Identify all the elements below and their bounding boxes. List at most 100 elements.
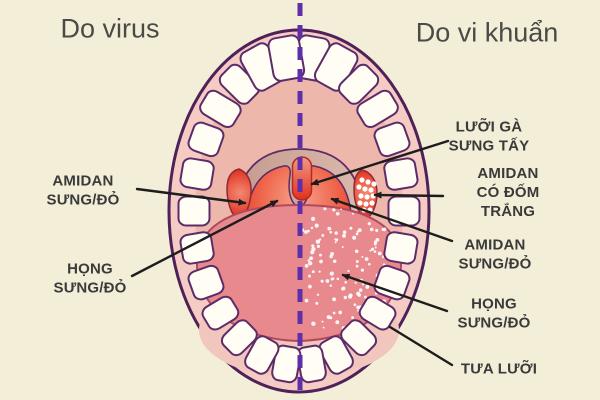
- tooth: [187, 264, 225, 301]
- thrush-speckle: [356, 305, 360, 309]
- annotation-line-amidan-right: [330, 197, 454, 243]
- thrush-speckle: [304, 298, 309, 303]
- white-spot: [356, 184, 362, 190]
- thrush-speckle: [375, 238, 380, 242]
- thrush-speckle: [329, 316, 333, 320]
- thrush-speckle: [332, 311, 336, 315]
- thrush-speckle: [347, 269, 350, 273]
- thrush-speckle: [356, 309, 359, 312]
- thrush-speckle: [353, 303, 357, 307]
- thrush-speckle: [308, 274, 311, 278]
- label-hong-right: HỌNG SƯNG/ĐỎ: [457, 295, 531, 331]
- annotation-line-luoi-ga: [310, 139, 450, 186]
- white-spot: [362, 186, 368, 192]
- tooth: [383, 231, 419, 265]
- thrush-speckle: [369, 249, 372, 252]
- tooth: [179, 157, 215, 191]
- label-hong-left: HỌNG SƯNG/ĐỎ: [53, 260, 127, 296]
- thrush-speckle: [329, 230, 333, 234]
- thrush-speckle: [334, 231, 338, 235]
- annotation-line-hong-left: [130, 199, 279, 278]
- thrush-speckle: [332, 259, 337, 263]
- tooth: [340, 319, 378, 357]
- thrush-speckle: [319, 253, 322, 257]
- thrush-speckle: [320, 279, 324, 283]
- tooth: [358, 295, 397, 331]
- thrush-speckle: [329, 284, 333, 288]
- thrush-speckle: [315, 239, 321, 244]
- thrush-speckle: [357, 293, 362, 297]
- thrush-speckle: [311, 244, 315, 248]
- thrush-speckle: [363, 295, 367, 299]
- thrush-speckle: [367, 222, 371, 226]
- tooth: [373, 121, 411, 158]
- tooth: [201, 295, 240, 331]
- thrush-speckle: [355, 264, 359, 268]
- thrush-speckle: [309, 256, 314, 261]
- tooth: [244, 335, 280, 375]
- thrush-speckle: [311, 321, 316, 326]
- thrush-speckle: [365, 285, 369, 289]
- thrush-speckle: [322, 326, 325, 329]
- thrush-speckle: [358, 288, 363, 292]
- tooth: [199, 89, 242, 128]
- annotation-line-amidan-left: [135, 187, 247, 206]
- thrush-speckle: [304, 230, 308, 234]
- thrush-speckle: [307, 259, 310, 262]
- label-amidan-right: AMIDAN SƯNG/ĐỎ: [458, 236, 532, 272]
- tooth: [338, 63, 380, 105]
- thrush-speckle: [348, 293, 353, 298]
- thrush-speckle: [335, 238, 339, 242]
- white-spot: [358, 193, 364, 199]
- white-spot: [357, 200, 363, 206]
- title-do-vi-khuan: Do vi khuẩn: [415, 17, 559, 48]
- annotation-line-amidan-dom-trang: [373, 191, 445, 199]
- thrush-speckle: [351, 212, 354, 215]
- thrush-speckle: [354, 281, 357, 284]
- thrush-speckle: [349, 226, 353, 230]
- thrush-speckle: [310, 250, 315, 255]
- thrush-speckle: [373, 250, 377, 253]
- thrush-speckle: [375, 228, 379, 233]
- thrush-speckle: [323, 207, 327, 211]
- label-amidan-left: AMIDAN SƯNG/ĐỎ: [46, 172, 120, 208]
- thrush-speckle: [316, 244, 321, 249]
- thrush-speckle: [325, 279, 330, 283]
- annotation-line-hong-right: [341, 273, 449, 313]
- thrush-speckle: [308, 284, 312, 289]
- thrush-speckle: [368, 262, 371, 266]
- thrush-speckle: [351, 316, 355, 320]
- label-amidan-dom-trang: AMIDAN CÓ ĐỐM TRẮNG: [476, 164, 540, 220]
- thrush-speckle: [327, 226, 332, 231]
- white-spot: [369, 200, 375, 206]
- thrush-speckle: [381, 228, 385, 231]
- thrush-speckle: [311, 270, 315, 274]
- thrush-speckle: [332, 208, 336, 212]
- thrush-speckle: [318, 238, 322, 241]
- thrush-speckle: [364, 257, 369, 261]
- thrush-speckle: [340, 208, 343, 211]
- tooth: [220, 319, 258, 357]
- thrush-speckle: [352, 235, 357, 240]
- annotation-lines: [130, 139, 454, 367]
- label-luoi-ga: LƯỠI GÀ SƯNG TẤY: [448, 118, 530, 154]
- thrush-speckle: [318, 270, 321, 273]
- thrush-speckle: [360, 268, 365, 272]
- white-spot: [363, 201, 369, 207]
- thrush-speckle: [374, 246, 377, 249]
- thrush-speckle: [361, 283, 365, 286]
- thrush-speckle: [304, 264, 309, 268]
- thrush-speckle: [343, 295, 347, 300]
- thrush-speckle: [342, 230, 347, 234]
- white-spot: [371, 181, 377, 187]
- thrush-speckle: [329, 271, 334, 276]
- tooth: [318, 335, 354, 375]
- thrush-speckle: [311, 216, 316, 221]
- tooth: [383, 157, 419, 191]
- white-spot: [365, 179, 371, 185]
- thrush-speckle: [310, 226, 314, 230]
- thrush-speckle: [361, 255, 364, 258]
- thrush-speckle: [355, 259, 359, 264]
- thrush-speckle: [319, 259, 323, 264]
